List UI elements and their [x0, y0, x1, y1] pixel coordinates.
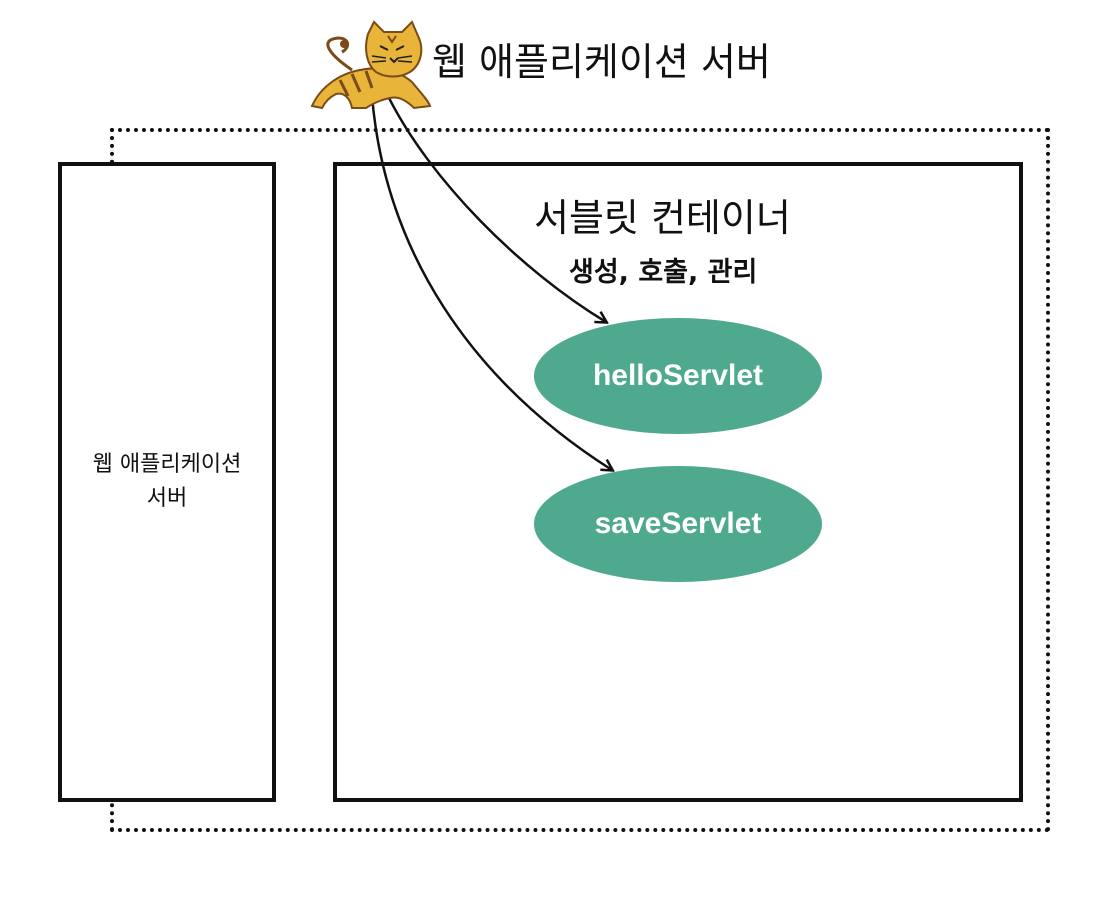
tomcat-icon [310, 20, 432, 110]
save-servlet-node: saveServlet [534, 466, 822, 582]
web-application-server-box: 웹 애플리케이션 서버 [58, 162, 276, 802]
page-title: 웹 애플리케이션 서버 [432, 40, 771, 84]
hello-servlet-label: helloServlet [592, 359, 764, 392]
hello-servlet-node: helloServlet [534, 318, 822, 434]
arrow-to-save-servlet [370, 95, 612, 470]
save-servlet-label: saveServlet [594, 507, 762, 540]
servlet-container-title: 서블릿 컨테이너 [534, 196, 791, 240]
web-application-server-label: 웹 애플리케이션 서버 [92, 452, 242, 511]
arrow-to-hello-servlet [386, 95, 606, 322]
servlet-container-subtitle: 생성, 호출, 관리 [569, 257, 758, 288]
